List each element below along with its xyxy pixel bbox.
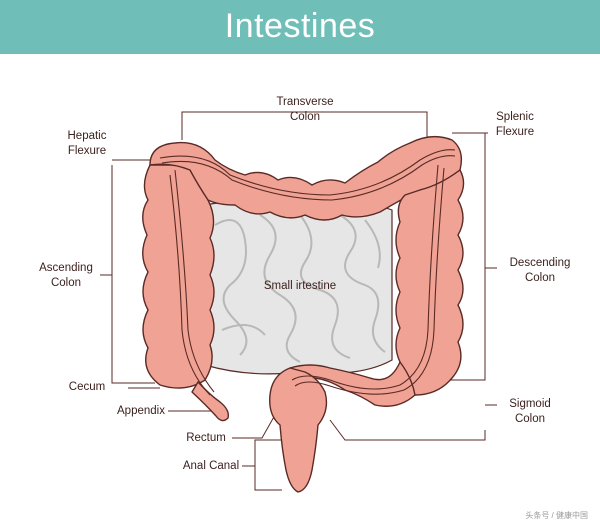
anal-canal-bracket [254,439,282,491]
descending-colon-line-2: Colon [524,272,556,284]
label-appendix: Appendix [117,405,165,417]
descending-colon-bracket [440,133,486,381]
transverse-colon-line-2: Colon [289,111,321,123]
watermark: 头条号 / 健康中国 [525,511,588,520]
sigmoid-leader [329,419,486,441]
rectum [269,367,328,493]
ascending-colon-line-2: Colon [50,277,82,289]
label-splenic-flexure: Splenic Flexure [480,110,550,140]
label-ascending-colon: Ascending Colon [28,261,104,291]
descending-colon-line-1: Descending [509,257,571,269]
diagram-title: Intestines [224,7,376,45]
sigmoid-colon-line-2: Colon [514,413,546,425]
label-hepatic-flexure: Hepatic Flexure [52,129,122,159]
large-intestine [142,135,465,493]
transverse-colon [149,135,463,221]
ascending-colon-bracket [111,165,155,384]
label-sigmoid-colon: Sigmoid Colon [498,397,562,427]
transverse-colon-line-1: Transverse [276,96,334,108]
hepatic-flexure-line-1: Hepatic [67,130,107,142]
transverse-colon-leader [181,111,428,140]
label-small-intestine: Small irtestine [263,280,337,292]
rectum-leader [232,414,276,439]
small-intestine-coils [214,214,386,363]
taenia-lines [159,149,456,396]
label-transverse-colon: Transverse Colon [250,95,360,125]
splenic-flexure-line-2: Flexure [495,126,535,138]
label-cecum: Cecum [68,381,106,393]
title-banner: Intestines [0,0,600,54]
ascending-colon [142,164,215,389]
hepatic-flexure-line-2: Flexure [67,145,107,157]
appendix [191,381,230,422]
ascending-colon-line-1: Ascending [39,262,93,274]
sigmoid-colon-line-1: Sigmoid [509,398,551,410]
label-anal-canal: Anal Canal [182,460,240,472]
splenic-flexure-line-1: Splenic [496,111,534,123]
label-descending-colon: Descending Colon [500,256,580,286]
label-rectum: Rectum [186,432,226,444]
leader-lines [100,111,497,491]
